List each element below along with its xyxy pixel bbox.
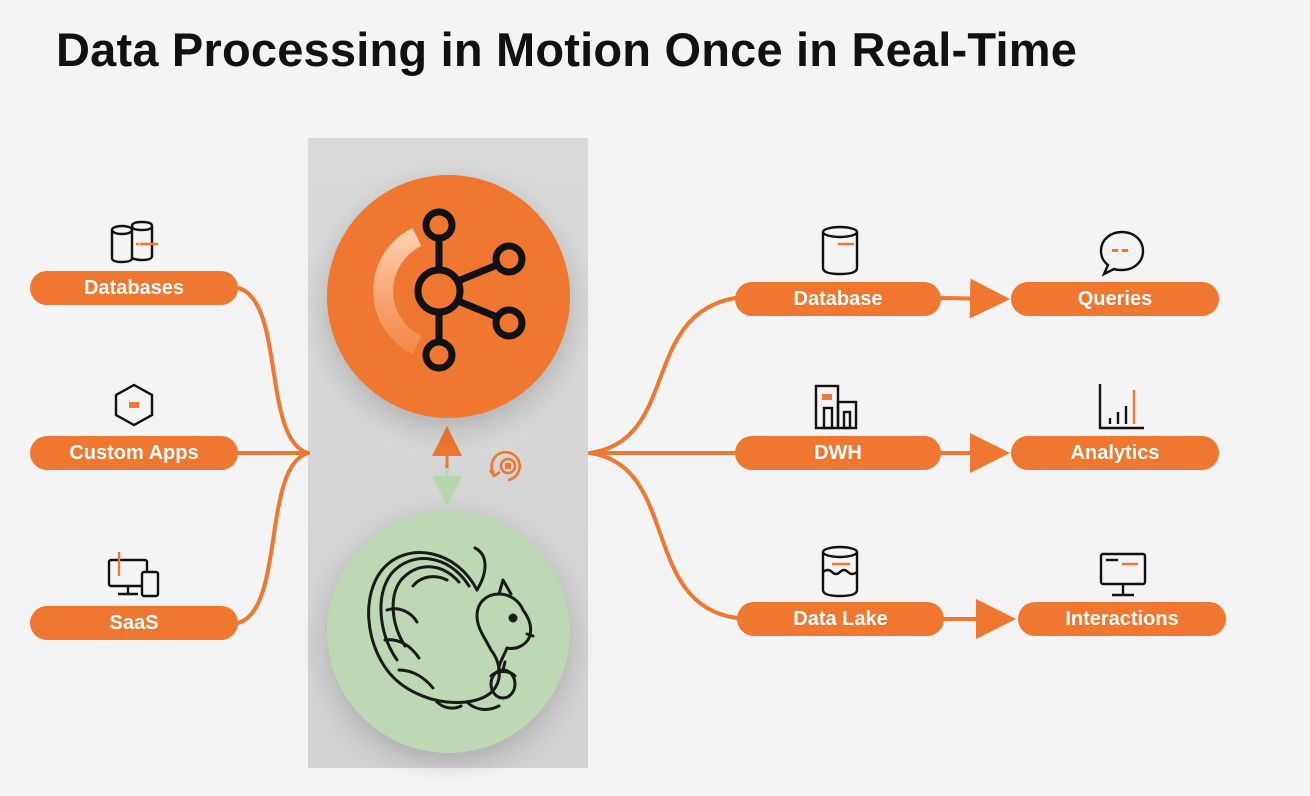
source-databases-label: Databases (83, 276, 185, 299)
connector-database (588, 296, 737, 455)
monitor-icon (1098, 550, 1148, 600)
arrow-database-queries (939, 278, 1010, 319)
kafka-circle (327, 175, 570, 418)
sink-database-pill: Database (735, 282, 941, 316)
sink-data-lake-label: Data Lake (793, 607, 888, 630)
outcome-interactions-pill: Interactions (1018, 602, 1226, 636)
source-custom-apps-pill: Custom Apps (30, 436, 238, 470)
outcome-analytics-pill: Analytics (1011, 436, 1219, 470)
chat-bubble-icon (1096, 228, 1148, 278)
source-databases-pill: Databases (30, 271, 238, 305)
sink-database-label: Database (793, 287, 883, 310)
sink-dwh-pill: DWH (735, 436, 941, 470)
outcome-queries-label: Queries (1077, 287, 1153, 310)
connector-data-lake (588, 451, 739, 620)
connector-databases (236, 286, 310, 455)
sink-dwh-label: DWH (814, 441, 862, 464)
page-title: Data Processing in Motion Once in Real-T… (56, 23, 1078, 76)
outcome-queries-pill: Queries (1011, 282, 1219, 316)
kafka-logo-icon (373, 208, 526, 372)
database-icon (818, 224, 862, 278)
sink-data-lake-pill: Data Lake (737, 602, 944, 636)
source-custom-apps-label: Custom Apps (69, 441, 199, 464)
source-saas-pill: SaaS (30, 606, 238, 640)
flink-squirrel-icon (367, 546, 535, 711)
hexagon-icon (112, 382, 156, 428)
building-icon (810, 382, 862, 432)
databases-icon (108, 218, 162, 266)
flink-circle (327, 510, 570, 753)
devices-icon (106, 550, 164, 600)
sync-icon (486, 448, 528, 486)
outcome-interactions-label: Interactions (1065, 607, 1179, 630)
data-lake-icon (816, 544, 864, 600)
connector-saas (236, 451, 310, 625)
source-saas-label: SaaS (109, 611, 159, 634)
outcome-analytics-label: Analytics (1070, 441, 1160, 464)
bar-chart-icon (1096, 382, 1148, 432)
